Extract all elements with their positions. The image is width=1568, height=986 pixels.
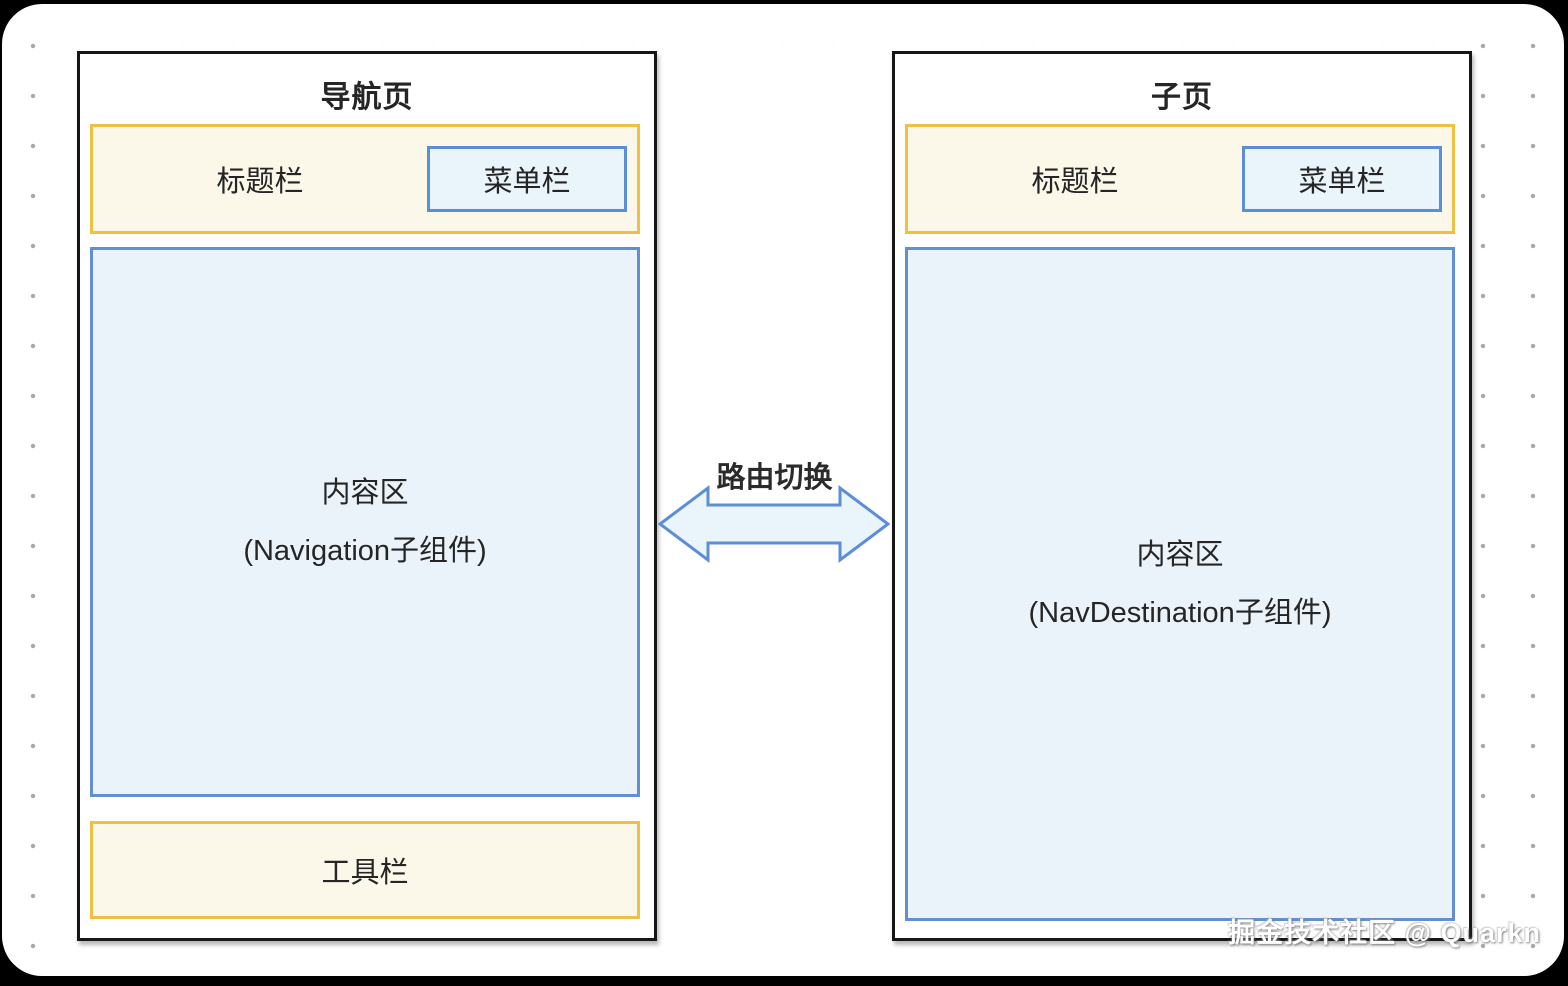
navigation-content-line2: (Navigation子组件) [243,535,487,567]
sub-title-bar-label: 标题栏 [1031,166,1119,198]
sub-content-line2: (NavDestination子组件) [1028,597,1332,629]
sub-menu-bar-label: 菜单栏 [1298,166,1386,198]
sub-page-panel: 子页 标题栏 菜单栏 内容区 (NavDestination子组件) [892,51,1472,941]
navigation-content-line1: 内容区 [321,477,409,509]
navigation-title-bar: 标题栏 菜单栏 [90,124,640,234]
sub-content-area: 内容区 (NavDestination子组件) [905,247,1455,921]
navigation-title-bar-label: 标题栏 [216,166,304,198]
sub-menu-bar: 菜单栏 [1242,146,1442,212]
sub-content-line1: 内容区 [1136,539,1224,571]
double-arrow-icon [658,485,890,563]
navigation-menu-bar-label: 菜单栏 [483,166,571,198]
navigation-toolbar-label: 工具栏 [321,857,409,889]
navigation-content-area: 内容区 (Navigation子组件) [90,247,640,797]
watermark: 掘金技术社区 @ Quarkn [1228,918,1541,948]
sub-title-bar: 标题栏 菜单栏 [905,124,1455,234]
navigation-menu-bar: 菜单栏 [427,146,627,212]
navigation-page-title: 导航页 [320,81,414,114]
sub-page-title: 子页 [1151,81,1213,114]
navigation-page-panel: 导航页 标题栏 菜单栏 内容区 (Navigation子组件) 工具栏 [77,51,657,941]
navigation-toolbar: 工具栏 [90,821,640,919]
canvas-card: 导航页 标题栏 菜单栏 内容区 (Navigation子组件) 工具栏 路由切换… [2,4,1564,976]
route-switch-label: 路由切换 [716,462,833,494]
double-arrow-shape [658,485,890,563]
